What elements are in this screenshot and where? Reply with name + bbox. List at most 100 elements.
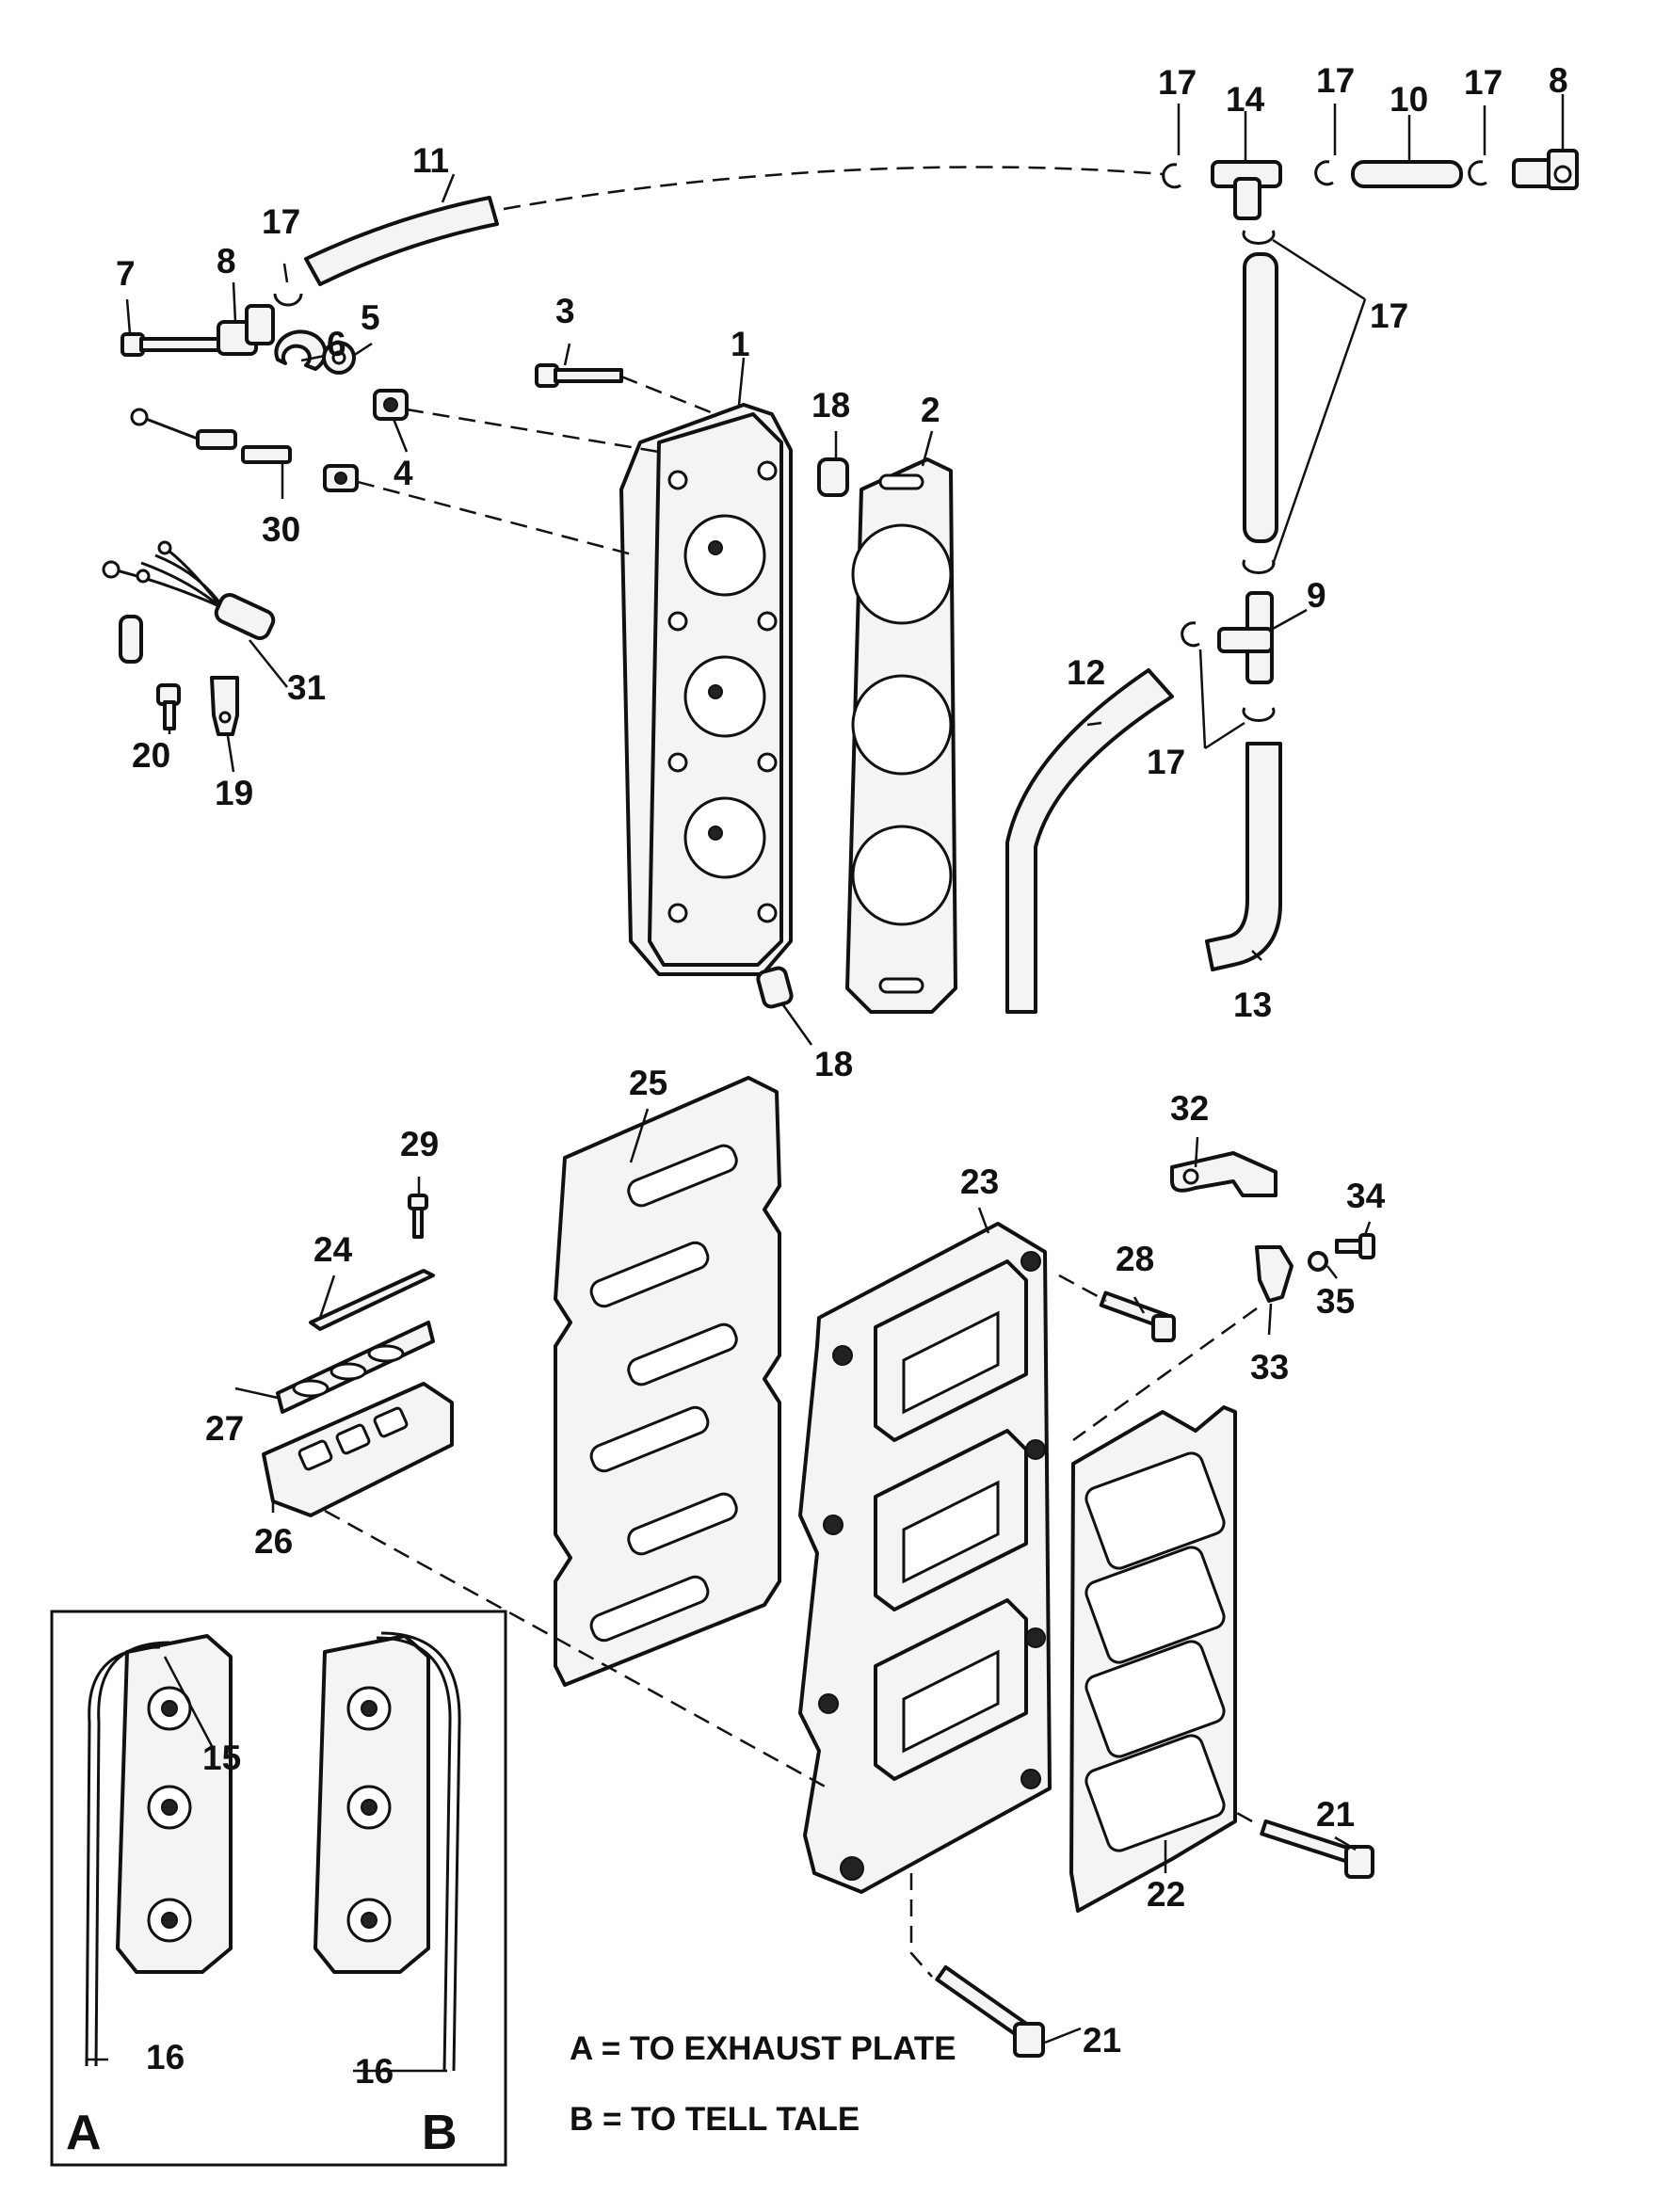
callout-5: 5 [361, 298, 380, 337]
hose-13 [1205, 742, 1282, 971]
dowel-18-top [817, 457, 849, 497]
clamp-17-top-a [1162, 163, 1181, 189]
callout-21-right: 21 [1316, 1795, 1355, 1834]
clamp-17-top-c [1468, 160, 1487, 186]
hose-11 [304, 196, 499, 286]
callout-25: 25 [629, 1064, 667, 1102]
inset-a-hose-16-b [94, 1641, 170, 2067]
terminal-19 [210, 676, 239, 736]
screw-7 [121, 332, 228, 357]
screw-29 [408, 1194, 428, 1239]
callout-8-left: 8 [217, 242, 236, 281]
elbow-fitting-8-left [217, 304, 275, 356]
dowel-18-bottom [756, 966, 794, 1009]
callout-22: 22 [1147, 1875, 1185, 1914]
callout-34: 34 [1346, 1177, 1386, 1215]
clamp-17-left [273, 293, 303, 307]
note-tell-tale: B = TO TELL TALE [570, 2101, 860, 2138]
callout-9: 9 [1307, 576, 1326, 615]
plug-4 [373, 389, 409, 421]
head-gasket-2 [845, 457, 957, 1014]
clamp-17-side [1181, 621, 1200, 648]
callout-3: 3 [555, 292, 575, 330]
callout-26: 26 [254, 1522, 293, 1561]
dashed-line-screw28 [1058, 1274, 1107, 1303]
screw-20 [156, 683, 181, 730]
hose-10 [1351, 160, 1463, 188]
callout-27: 27 [205, 1409, 244, 1448]
cylinder-head-cover-1 [619, 403, 793, 976]
reed-stop-24 [309, 1269, 435, 1331]
callout-16-a: 16 [146, 2038, 185, 2076]
clamp-32 [1170, 1151, 1277, 1197]
callout-17-b: 17 [1316, 61, 1355, 100]
callout-23: 23 [960, 1162, 999, 1201]
callout-11: 11 [412, 141, 449, 180]
callout-2: 2 [921, 391, 940, 429]
harness-31 [102, 540, 276, 664]
clamp-17-mid-a [1242, 230, 1276, 245]
sender-30 [130, 408, 359, 492]
callout-16-b: 16 [355, 2052, 394, 2091]
hose-routing [304, 149, 1579, 1014]
tee-fitting-9 [1217, 591, 1274, 684]
washer-35 [1308, 1251, 1328, 1272]
inset-b-hose-16 [376, 1636, 452, 2072]
cover-1-chambers [683, 514, 766, 879]
callout-18-bottom: 18 [814, 1045, 853, 1083]
intake-gasket-25 [554, 1076, 781, 1687]
exhaust-gasket-22 [1069, 1405, 1237, 1913]
callout-15: 15 [202, 1739, 241, 1777]
bolt-21-bottom [935, 1964, 1045, 2058]
inset-label-b: B [422, 2106, 458, 2160]
callout-6: 6 [327, 325, 346, 363]
callout-24: 24 [313, 1230, 353, 1269]
callout-4: 4 [394, 454, 413, 492]
callout-32: 32 [1170, 1089, 1209, 1128]
clamp-17-low [1242, 707, 1276, 722]
dashed-line-screw3 [620, 375, 716, 416]
callout-30: 30 [262, 510, 300, 549]
tee-fitting-14 [1211, 160, 1282, 220]
hose-12 [1005, 668, 1174, 1014]
dashed-line-bolt21-right [1234, 1810, 1253, 1823]
left-fittings [102, 293, 409, 736]
callout-18-top: 18 [811, 386, 850, 425]
callout-14: 14 [1226, 80, 1265, 119]
clamp-17-mid-b [1242, 559, 1276, 574]
dashed-line-reed-block [324, 1509, 829, 1790]
inset-a-hose-16 [85, 1645, 161, 2067]
callout-35: 35 [1316, 1282, 1355, 1321]
inset-b-hose-16-b [380, 1631, 461, 2072]
screw-34 [1335, 1233, 1375, 1259]
callout-33: 33 [1250, 1348, 1289, 1387]
callout-20: 20 [132, 736, 170, 775]
leader-lines [87, 94, 1565, 2073]
callout-numbers: 1 2 3 4 5 6 7 8 8 9 10 11 12 13 14 15 16… [116, 61, 1568, 2091]
inset-b-head [313, 1634, 430, 1974]
vertical-hose [1243, 252, 1278, 543]
bracket-6 [274, 329, 328, 371]
callout-1: 1 [731, 325, 750, 363]
reed-block-housing-23 [798, 1222, 1052, 1894]
callout-8-right: 8 [1549, 61, 1568, 100]
elbow-fitting-8-right [1512, 149, 1579, 190]
callout-13: 13 [1233, 986, 1272, 1024]
callout-31: 31 [287, 668, 326, 707]
routing-inset: A B [50, 1610, 507, 2167]
callout-29: 29 [400, 1125, 439, 1163]
callout-10: 10 [1390, 80, 1428, 119]
callout-21-bottom: 21 [1083, 2021, 1121, 2060]
callout-12: 12 [1067, 653, 1105, 692]
clamp-17-top-b [1314, 160, 1334, 186]
callout-17-a: 17 [1158, 63, 1197, 102]
bracket-33 [1255, 1245, 1293, 1303]
dashed-line-bolt21-bottom [909, 1873, 933, 1978]
cover-1-bolt-holes [667, 460, 778, 923]
callout-17-c: 17 [1464, 63, 1502, 102]
callout-17-e: 17 [1370, 297, 1408, 335]
housing-23-bolts [818, 1251, 1046, 1881]
inset-a-head [116, 1634, 233, 1974]
screw-28 [1099, 1290, 1176, 1342]
